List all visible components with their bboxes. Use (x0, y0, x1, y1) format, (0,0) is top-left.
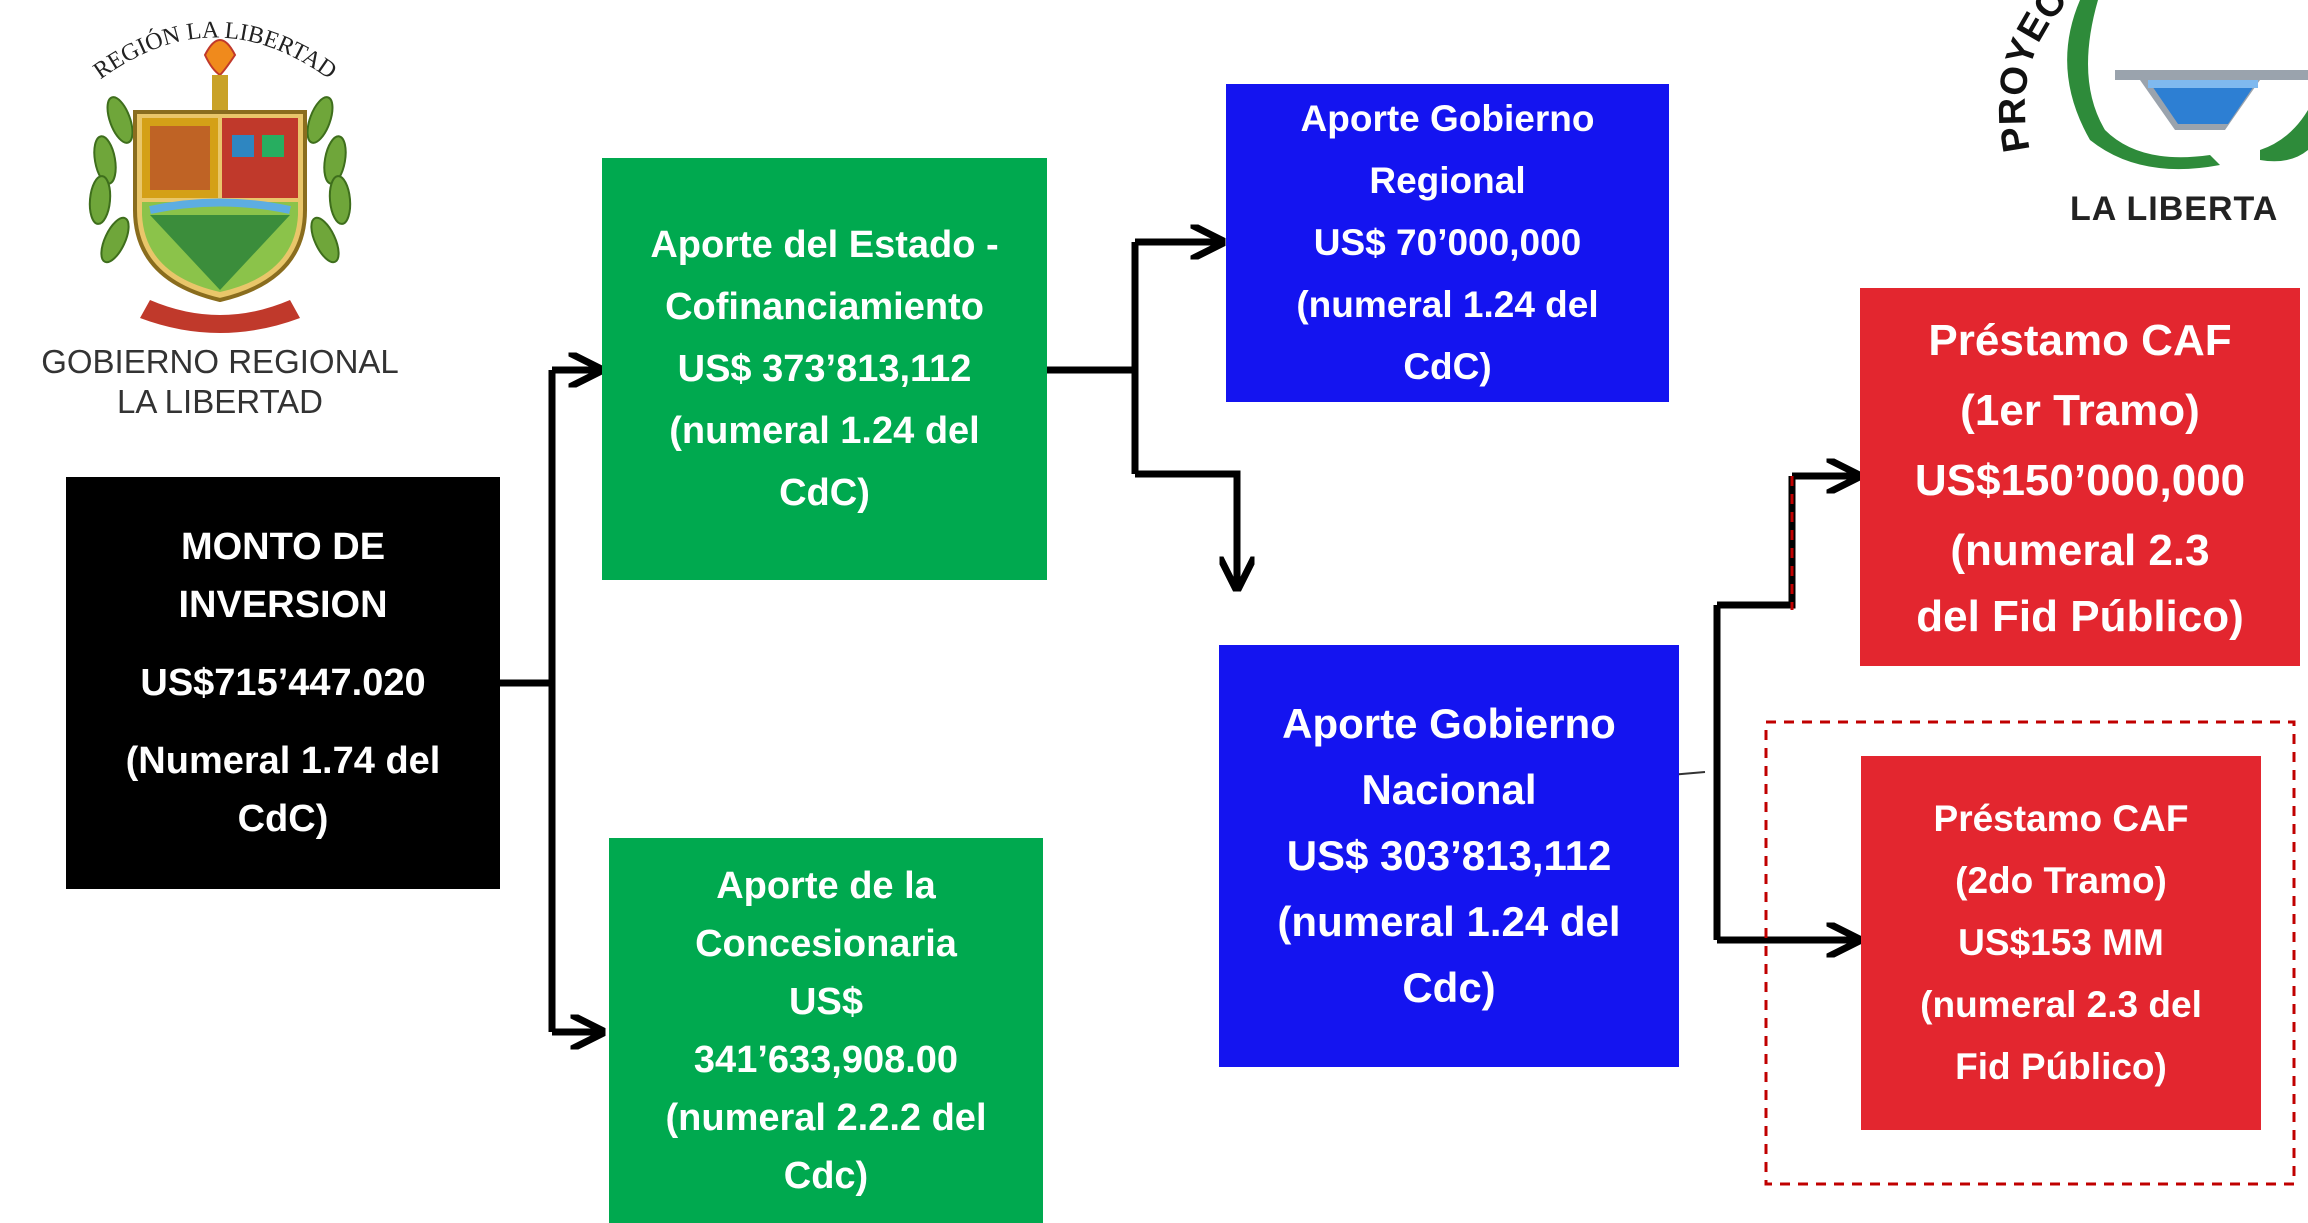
monto-line-4: (Numeral 1.74 del (125, 740, 441, 782)
concesionaria-line-5: (numeral 2.2.2 del (665, 1096, 987, 1139)
concesionaria-line-6: Cdc) (783, 1154, 869, 1197)
caf2-line-2: (2do Tramo) (1955, 860, 2167, 901)
regional-line-1: Aporte Gobierno (1300, 98, 1595, 139)
aporte-concesionaria-box: Aporte de la Concesionaria US$ 341’633,9… (609, 838, 1043, 1223)
concesionaria-amount: 341’633,908.00 (693, 1038, 959, 1081)
aporte-estado-box: Aporte del Estado - Cofinanciamiento US$… (602, 158, 1047, 580)
monto-inversion-box: MONTO DE INVERSION US$715’447.020 (Numer… (66, 477, 500, 889)
regional-line-5: CdC) (1403, 346, 1492, 387)
nacional-line-4: (numeral 1.24 del (1277, 898, 1621, 945)
canal-icon (2115, 70, 2308, 130)
proyecto-logo: PROYEC (1992, 0, 2308, 170)
caf2-line-4: (numeral 2.3 del (1920, 984, 2202, 1025)
estado-line-5: CdC) (779, 472, 870, 514)
estado-amount: US$ 373’813,112 (677, 348, 972, 390)
caf1-line-5: del Fid Público) (1916, 592, 2244, 641)
gobierno-regional-coat-of-arms-logo: REGIÓN LA LIBERTAD (88, 17, 352, 333)
caf1-amount: US$150’000,000 (1914, 456, 2246, 505)
monto-line-5: CdC) (237, 798, 329, 840)
concesionaria-line-3: US$ (789, 980, 863, 1023)
concesionaria-line-1: Aporte de la (716, 864, 936, 907)
monto-line-1: MONTO DE (180, 526, 386, 568)
estado-line-1: Aporte del Estado - (650, 224, 999, 266)
wreath-icon (2067, 0, 2220, 170)
caf1-line-2: (1er Tramo) (1960, 386, 2200, 435)
laurel-branches (88, 96, 352, 264)
estado-line-2: Cofinanciamiento (665, 286, 984, 328)
shield-icon (133, 110, 307, 303)
nacional-line-5: Cdc) (1402, 964, 1496, 1011)
caf1-line-1: Préstamo CAF (1928, 316, 2232, 365)
prestamo-caf-tramo1-box: Préstamo CAF (1er Tramo) US$150’000,000 … (1860, 288, 2300, 666)
caf2-line-5: Fid Público) (1955, 1046, 2167, 1087)
caf1-line-4: (numeral 2.3 (1950, 526, 2210, 575)
regional-amount: US$ 70’000,000 (1313, 222, 1582, 263)
caf2-dashed-highlight (1764, 720, 2296, 1186)
ribbon (140, 300, 300, 333)
nacional-amount: US$ 303’813,112 (1286, 832, 1612, 879)
connector-to-nacional (1135, 470, 1237, 588)
nacional-line-1: Aporte Gobierno (1282, 700, 1616, 747)
caf2-line-1: Préstamo CAF (1933, 798, 2189, 839)
concesionaria-line-2: Concesionaria (695, 922, 957, 965)
logo-name-line1: GOBIERNO REGIONAL (41, 343, 399, 380)
nacional-line-2: Nacional (1361, 766, 1537, 813)
caf2-amount: US$153 MM (1958, 922, 2164, 963)
torch-icon (203, 39, 237, 113)
logo-name-line2: LA LIBERTAD (116, 383, 324, 420)
regional-line-2: Regional (1369, 160, 1526, 201)
estado-line-4: (numeral 1.24 del (669, 410, 980, 452)
aporte-gobierno-regional-box: Aporte Gobierno Regional US$ 70’000,000 … (1226, 84, 1669, 402)
aporte-gobierno-nacional-box: Aporte Gobierno Nacional US$ 303’813,112… (1219, 645, 1679, 1067)
monto-amount: US$715’447.020 (140, 662, 426, 704)
connector-nacional-top (1717, 476, 1796, 609)
logo-right-name: LA LIBERTA (2070, 190, 2279, 228)
regional-line-4: (numeral 1.24 del (1296, 284, 1599, 325)
prestamo-caf-tramo2-box: Préstamo CAF (2do Tramo) US$153 MM (nume… (1861, 756, 2261, 1130)
monto-line-2: INVERSION (178, 584, 388, 626)
